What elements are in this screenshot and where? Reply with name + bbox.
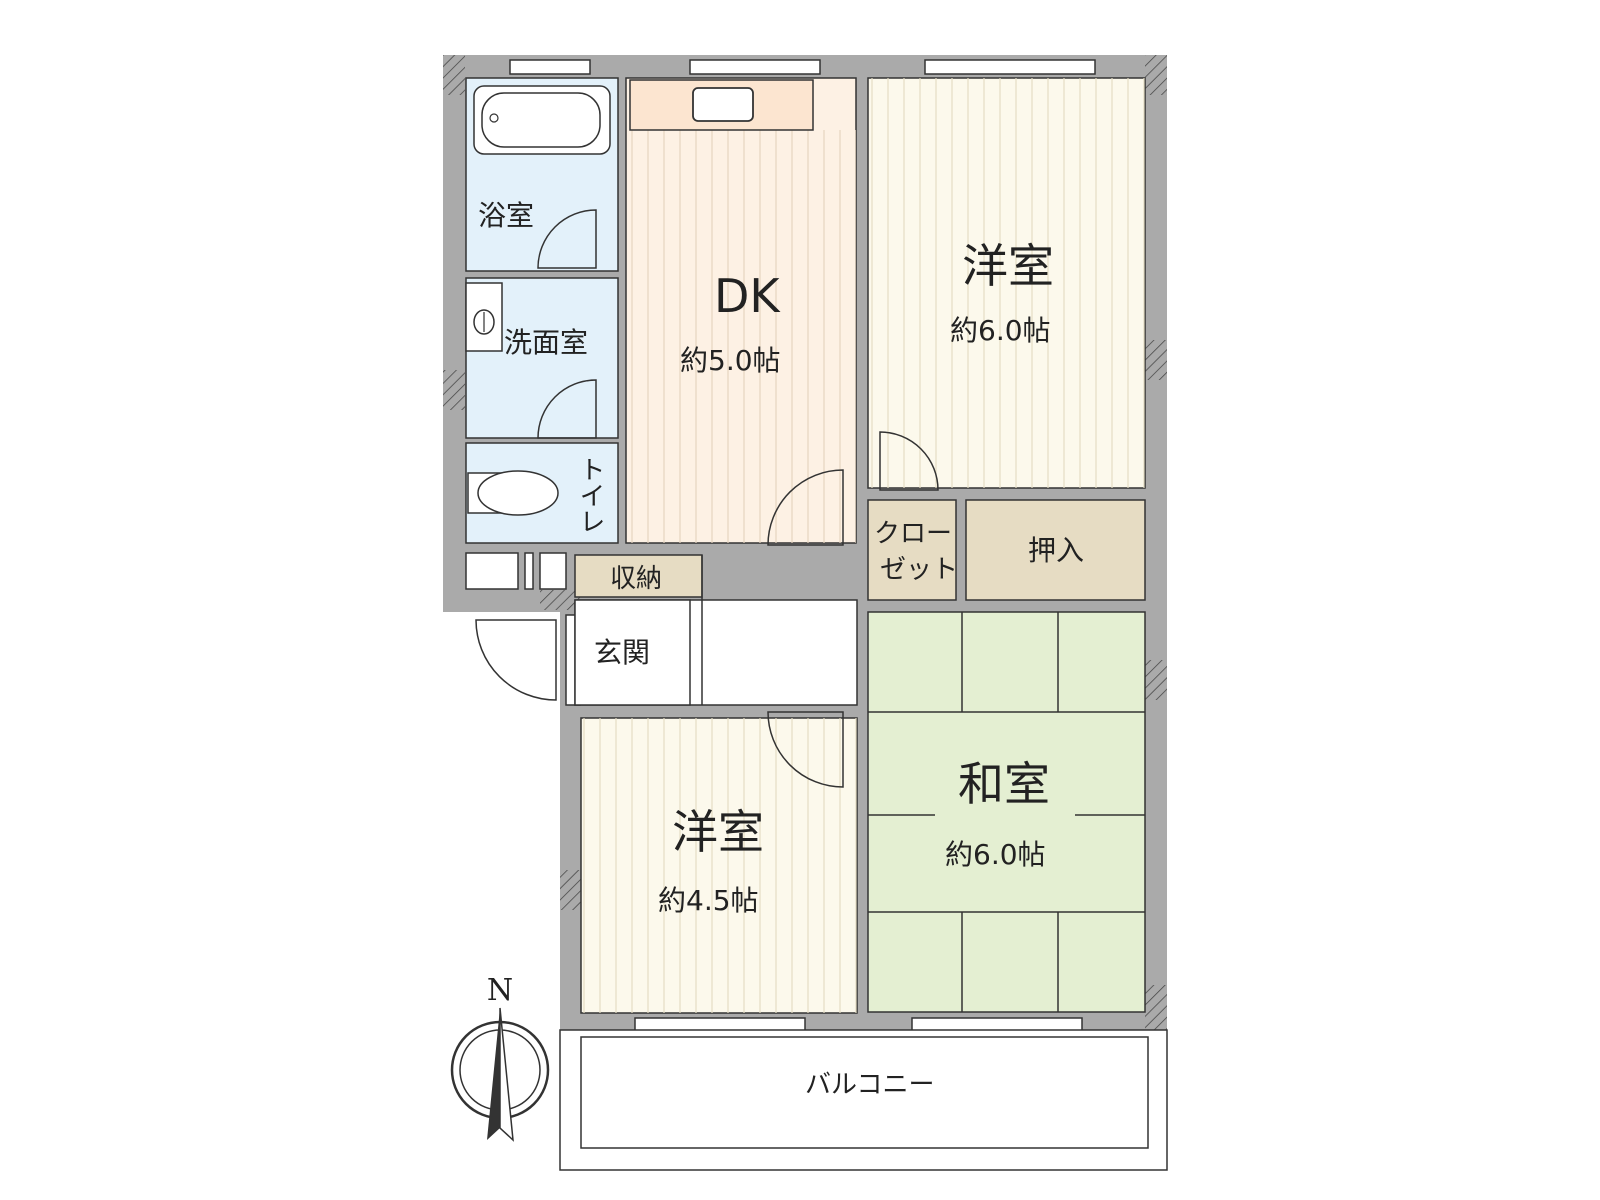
bath-label: 浴室 xyxy=(478,199,534,232)
entrance xyxy=(574,599,691,706)
bathtub xyxy=(473,85,611,155)
sink-icon xyxy=(692,87,754,122)
drain-icon xyxy=(489,113,499,123)
north-arrow-icon xyxy=(487,1008,500,1140)
balcony-label: バルコニー xyxy=(805,1070,934,1100)
toilet-bowl xyxy=(477,470,559,516)
compass-north-label: N xyxy=(487,973,513,1008)
compass: N xyxy=(450,973,550,1142)
western-north-label: 洋室 xyxy=(962,239,1054,293)
doors xyxy=(475,209,939,788)
western-north-area: 約6.0帖 xyxy=(950,314,1051,347)
japanese-area: 約6.0帖 xyxy=(945,838,1046,871)
balcony xyxy=(580,1036,1149,1149)
storage xyxy=(574,554,703,598)
toilet-label: トイレ xyxy=(575,456,605,534)
closet-label-line2: ゼット xyxy=(880,555,958,585)
japanese-label: 和室 xyxy=(958,757,1050,811)
entrance-label: 玄関 xyxy=(594,636,650,669)
dk-label: DK xyxy=(714,269,781,323)
oshiire xyxy=(965,499,1146,601)
storage-label: 収納 xyxy=(610,564,662,594)
svg-text:トイレ: トイレ xyxy=(575,456,605,534)
western-south-label: 洋室 xyxy=(672,805,764,859)
japanese-room xyxy=(867,611,1146,1013)
oshiire-label: 押入 xyxy=(1028,534,1084,567)
washroom-label: 洗面室 xyxy=(504,326,588,359)
closet-label-line1: クロー xyxy=(874,519,952,549)
dk-area: 約5.0帖 xyxy=(680,344,781,377)
western-south-area: 約4.5帖 xyxy=(658,884,759,917)
closet xyxy=(867,499,957,601)
